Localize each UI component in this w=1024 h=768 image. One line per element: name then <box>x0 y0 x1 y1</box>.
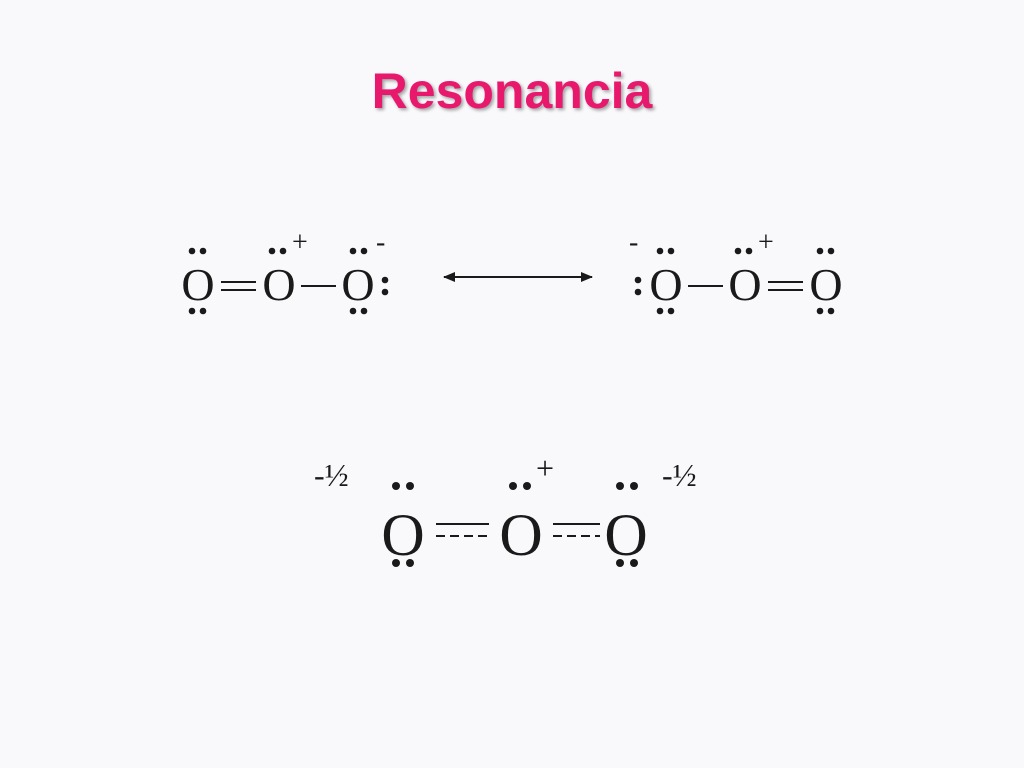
double-bond <box>221 281 256 291</box>
charge-negative: - <box>376 227 385 258</box>
oxygen-atom-center: O <box>728 259 761 310</box>
oxygen-atom-left: O <box>381 502 424 568</box>
oxygen-atom-left: O <box>181 259 214 310</box>
lone-pairs <box>392 482 638 567</box>
slide-title: Resonancia <box>371 63 653 119</box>
resonance-structure-b: O O O - + <box>629 227 843 315</box>
partial-charge-negative-half: -½ <box>314 457 349 493</box>
oxygen-atom-right: O <box>809 259 842 310</box>
charge-positive: + <box>292 227 308 258</box>
oxygen-atom-left: O <box>649 259 682 310</box>
oxygen-atom-right: O <box>341 259 374 310</box>
resonance-hybrid: O O O -½ + -½ <box>314 450 697 568</box>
oxygen-atom-right: O <box>604 502 647 568</box>
lone-pairs <box>634 247 835 315</box>
charge-negative: - <box>629 227 638 258</box>
oxygen-atom-center: O <box>262 259 295 310</box>
partial-double-bond <box>436 523 489 537</box>
charge-positive: + <box>758 227 774 258</box>
lone-pairs <box>188 247 389 315</box>
charge-positive: + <box>536 450 554 486</box>
oxygen-atom-center: O <box>499 502 542 568</box>
double-bond <box>768 281 803 291</box>
resonance-structure-a: O O O + - <box>181 227 389 315</box>
partial-double-bond <box>553 523 600 537</box>
partial-charge-negative-half: -½ <box>662 457 697 493</box>
